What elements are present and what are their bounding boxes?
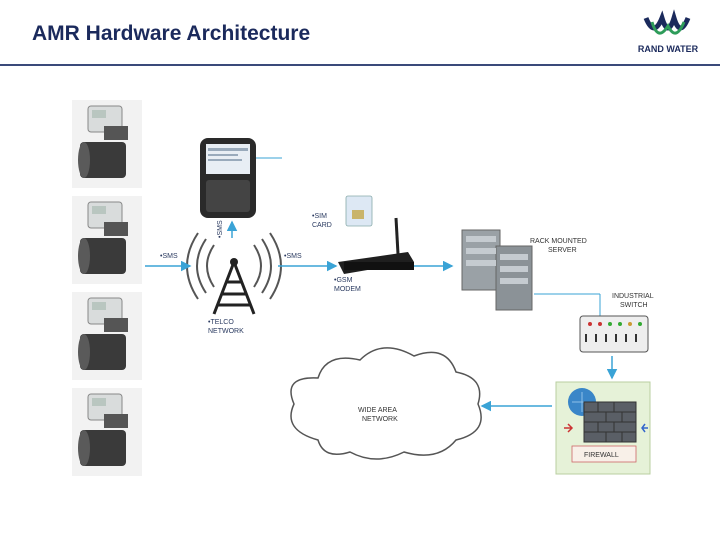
- firewall-label: FIREWALL: [584, 452, 619, 459]
- wan-label-1: WIDE AREA: [358, 407, 397, 414]
- logo-text: RAND WATER: [637, 44, 699, 54]
- sms-left-label: •SMS: [160, 253, 178, 260]
- sms-right-label: •SMS: [284, 253, 302, 260]
- industrial-switch-icon: [579, 315, 649, 353]
- water-meter-icon: [72, 100, 142, 188]
- rack-server-icon: [461, 229, 533, 311]
- industrial-switch-label-2: SWITCH: [620, 302, 648, 309]
- rack-server-label-2: SERVER: [548, 247, 577, 254]
- header-rule: [0, 64, 720, 66]
- gsm-modem-label-1: •GSM: [334, 277, 353, 284]
- page-title: AMR Hardware Architecture: [32, 22, 311, 45]
- sim-card-label-1: •SIM: [312, 213, 327, 220]
- telco-tower-icon: [186, 232, 282, 315]
- water-meter-icon: [72, 388, 142, 476]
- wan-label-2: NETWORK: [362, 416, 398, 423]
- sim-card-label-2: CARD: [312, 222, 332, 229]
- water-meter-icon: [72, 196, 142, 284]
- rack-server-label-1: RACK MOUNTED: [530, 238, 587, 245]
- industrial-switch-label-1: INDUSTRIAL: [612, 293, 654, 300]
- wan-cloud-icon: [290, 347, 482, 460]
- telco-network-label-1: •TELCO: [208, 319, 234, 326]
- telco-network-label-2: NETWORK: [208, 328, 244, 335]
- smartphone-icon: [200, 138, 282, 218]
- gsm-modem-label-2: MODEM: [334, 286, 361, 293]
- rand-water-logo-icon: [643, 9, 691, 35]
- sms-vertical-label: •SMS: [217, 220, 224, 238]
- firewall-icon: [555, 381, 651, 475]
- water-meter-icon: [72, 292, 142, 380]
- gsm-modem-icon: [338, 217, 414, 274]
- sim-card-icon: [345, 195, 373, 227]
- water-meter-column: [72, 100, 142, 476]
